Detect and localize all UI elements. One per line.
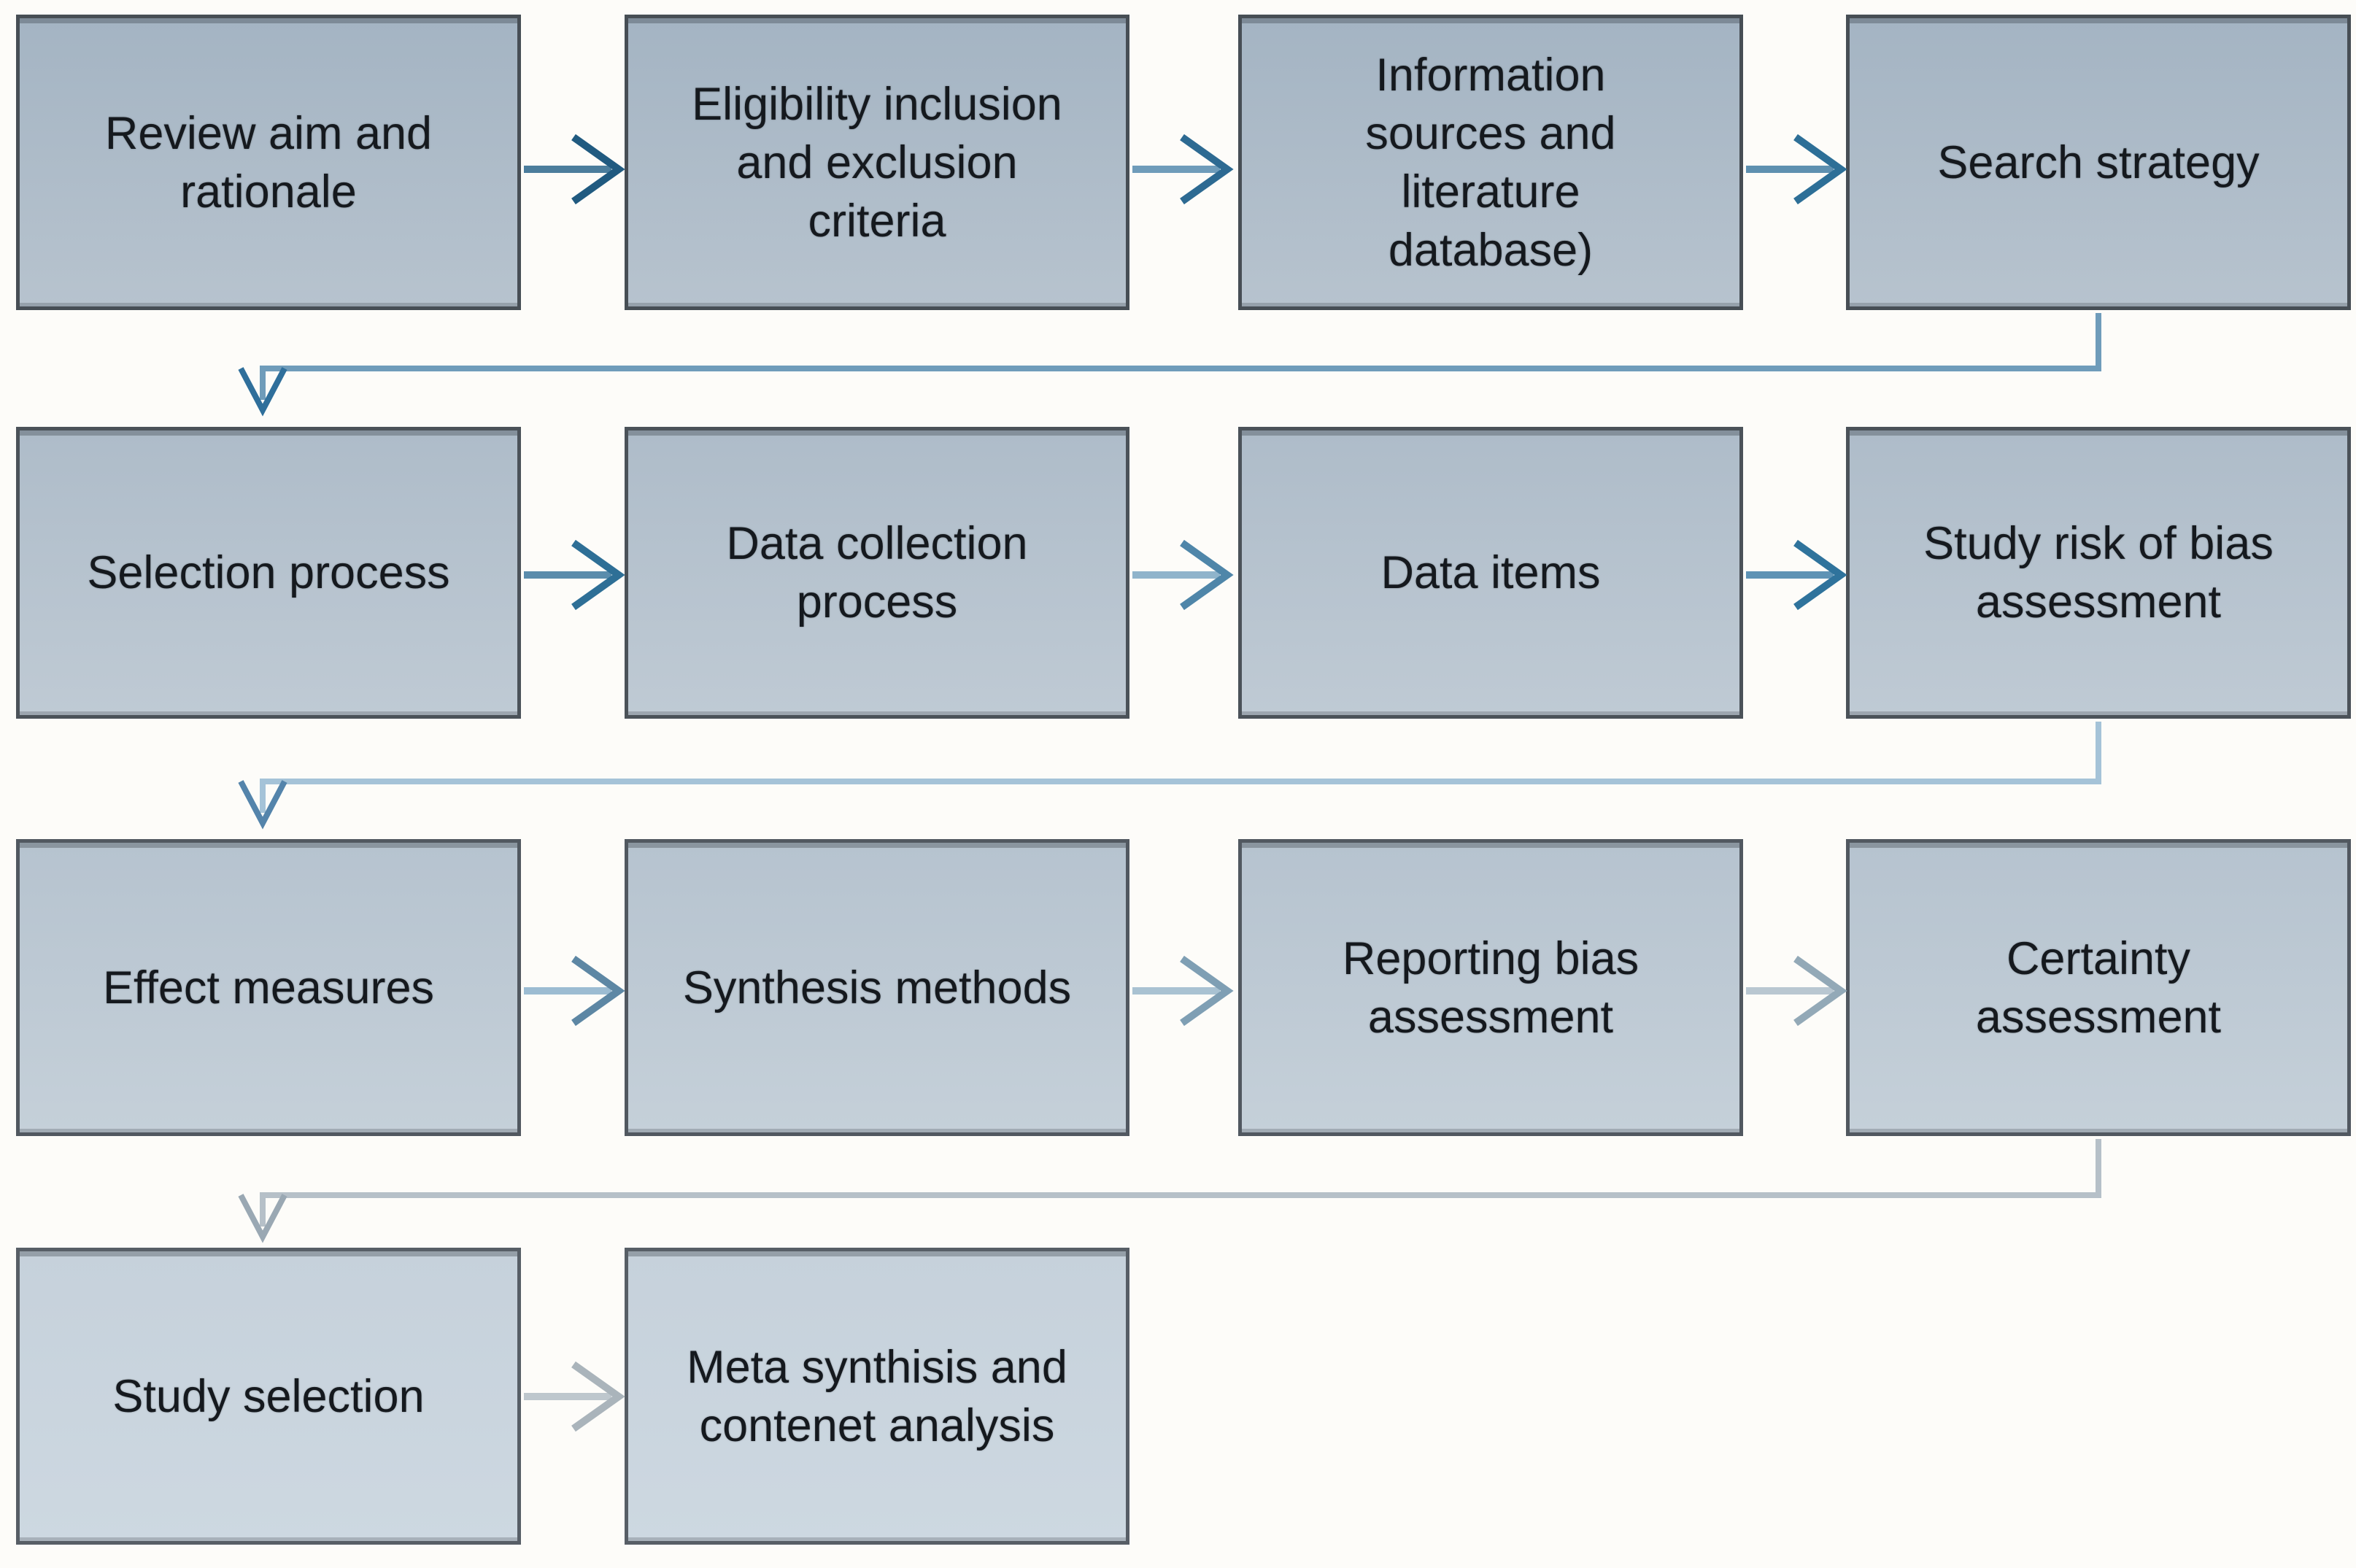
flow-box-study-selection: Study selection (16, 1248, 521, 1545)
flow-box-certainty-assessment: Certainty assessment (1846, 839, 2351, 1136)
flow-box-search-strategy: Search strategy (1846, 15, 2351, 310)
arrow-down-icon (238, 367, 287, 417)
flow-box-review-aim-and-rationale: Review aim and rationale (16, 15, 521, 310)
flow-box-eligibility-criteria: Eligibility inclusion and exclusion crit… (625, 15, 1129, 310)
flow-box-reporting-bias-assessment: Reporting bias assessment (1238, 839, 1743, 1136)
arrow-right-icon (1793, 134, 1847, 205)
flow-box-study-risk-of-bias: Study risk of bias assessment (1846, 427, 2351, 719)
arrow-down-icon (238, 780, 287, 830)
arrow-right-review-to-eligibility (524, 134, 625, 205)
flow-box-information-sources: Information sources and literature datab… (1238, 15, 1743, 310)
arrow-right-icon (571, 1361, 625, 1432)
arrow-right-icon (1793, 955, 1847, 1027)
flow-box-meta-synthesis-content-analysis: Meta synthisis and contenet analysis (625, 1248, 1129, 1545)
arrow-right-icon (1180, 539, 1234, 611)
arrow-right-icon (1180, 134, 1234, 205)
arrow-right-selection-to-datacollection (524, 539, 625, 611)
connector-certainty-to-studyselection (238, 1139, 2101, 1243)
arrow-right-eligibility-to-information (1132, 134, 1234, 205)
arrow-right-reporting-to-certainty (1746, 955, 1847, 1027)
flow-box-selection-process: Selection process (16, 427, 521, 719)
arrow-right-icon (571, 134, 625, 205)
arrow-right-icon (571, 955, 625, 1027)
arrow-right-icon (571, 539, 625, 611)
flow-box-data-collection-process: Data collection process (625, 427, 1129, 719)
arrow-right-datacollection-to-dataitems (1132, 539, 1234, 611)
flow-box-synthesis-methods: Synthesis methods (625, 839, 1129, 1136)
arrow-right-effect-to-synthesis (524, 955, 625, 1027)
arrow-right-synthesis-to-reporting (1132, 955, 1234, 1027)
arrow-right-icon (1180, 955, 1234, 1027)
arrow-right-dataitems-to-studyrisk (1746, 539, 1847, 611)
arrow-down-icon (238, 1194, 287, 1243)
flow-box-data-items: Data items (1238, 427, 1743, 719)
connector-search-to-selection (238, 313, 2101, 417)
flow-box-effect-measures: Effect measures (16, 839, 521, 1136)
connector-studyrisk-to-effectmeasures (238, 722, 2101, 830)
arrow-right-icon (1793, 539, 1847, 611)
arrow-right-studyselection-to-metasynthesis (524, 1361, 625, 1432)
arrow-right-information-to-search (1746, 134, 1847, 205)
